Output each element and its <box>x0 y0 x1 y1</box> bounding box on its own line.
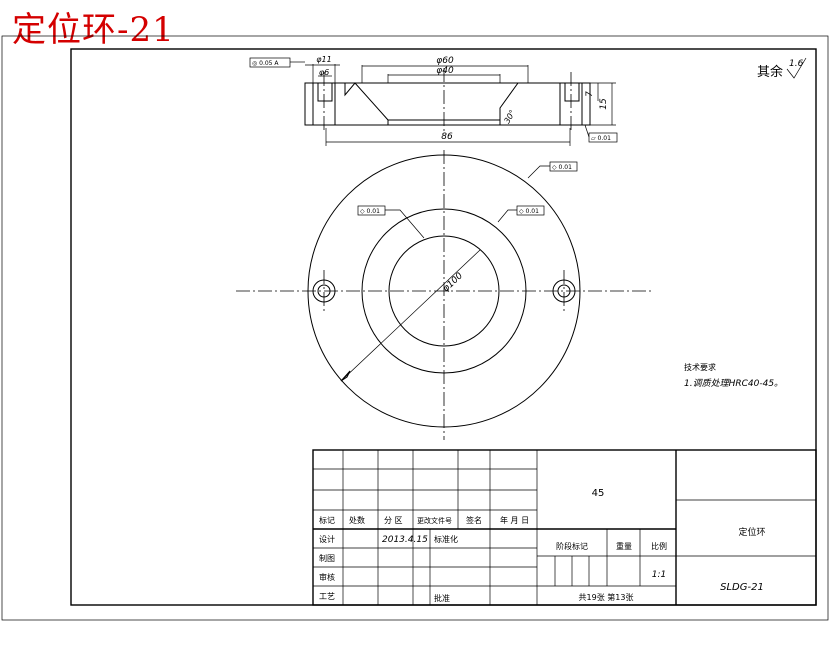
drawing-title-stamp: 定位环-21 <box>12 10 175 50</box>
tb-design-date: 2013.4.15 <box>382 535 428 545</box>
bore-circle <box>388 235 500 347</box>
dim-h7: 7 <box>585 91 595 97</box>
dim-d11: φ11 <box>316 55 331 64</box>
dim-d60: φ60 <box>436 56 454 66</box>
section-left-counterbore <box>317 82 333 102</box>
tol-outer: ◇ 0.01 <box>552 164 572 171</box>
tb-count: 处数 <box>349 515 365 525</box>
tb-date: 年 月 日 <box>500 515 529 525</box>
tb-standardize: 标准化 <box>434 534 458 544</box>
dim-h15: 15 <box>599 98 609 110</box>
tb-review: 审核 <box>319 572 335 582</box>
tol-middle: ◇ 0.01 <box>519 208 539 215</box>
dim-chamfer: 30° <box>502 108 517 125</box>
tb-ratio: 比例 <box>651 541 667 551</box>
tol-datum-right: ▱ 0.01 <box>591 135 611 142</box>
tb-sheet-info: 共19张 第13张 <box>579 592 634 602</box>
tb-zone: 分 区 <box>384 516 403 525</box>
tol-top-left: ◎ 0.05 A <box>252 60 279 67</box>
tb-part-name: 定位环 <box>738 526 765 538</box>
roughness-prefix: 其余 <box>757 64 783 80</box>
tb-approve: 批准 <box>434 593 450 603</box>
tb-stage-mark: 阶段标记 <box>556 541 588 551</box>
tb-material: 45 <box>592 488 605 499</box>
plan-view: φ100 ◇ 0.01 ◇ 0.01 ◇ 0.01 <box>236 150 652 440</box>
tb-drawing-no: SLDG-21 <box>720 582 764 593</box>
tol-bore: ◇ 0.01 <box>360 208 380 215</box>
section-left-body <box>304 82 389 126</box>
tb-mark: 标记 <box>319 515 335 525</box>
tb-process: 工艺 <box>319 592 335 601</box>
section-view: φ60 φ40 φ11 φ6 86 15 7 30° ◎ 0.05 A ▱ 0.… <box>249 55 618 146</box>
tb-sign: 签名 <box>466 515 482 525</box>
tb-change-doc: 更改文件号 <box>417 516 452 525</box>
section-right-counterbore <box>564 82 580 102</box>
tb-design: 设计 <box>319 534 335 544</box>
tb-scale: 1:1 <box>652 570 666 580</box>
tech-heading: 技术要求 <box>684 362 716 372</box>
roughness-value: 1.6 <box>789 59 804 69</box>
dim-d6: φ6 <box>319 68 329 77</box>
title-block: 标记 处数 分 区 更改文件号 签名 年 月 日 设计 2013.4.15 标准… <box>312 449 817 606</box>
dim-len86: 86 <box>441 132 453 142</box>
tb-weight: 重量 <box>616 541 632 551</box>
tech-item-1: 1.调质处理HRC40-45。 <box>684 378 783 389</box>
roughness-symbol <box>786 57 807 79</box>
outer-frame <box>1 35 829 621</box>
dim-d40: φ40 <box>436 66 454 76</box>
tb-draw: 制图 <box>319 553 335 563</box>
